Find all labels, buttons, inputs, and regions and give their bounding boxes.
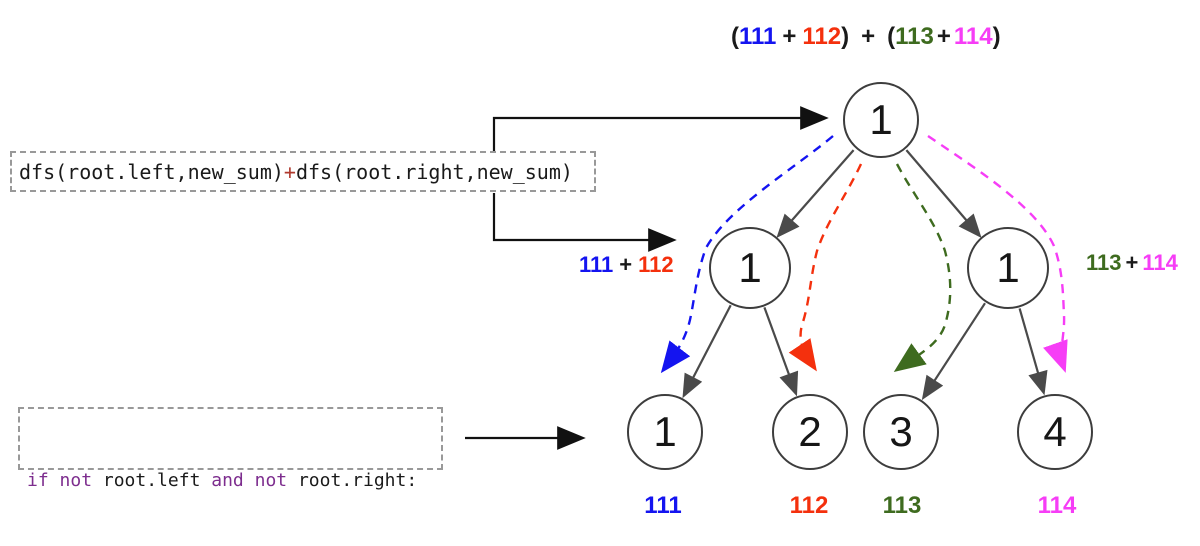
dfs-path-red — [788, 163, 863, 372]
formula-111: 111 — [739, 23, 777, 50]
label-113: 113 — [1086, 250, 1122, 275]
code-line-1: if not root.left and not root.right: — [27, 467, 434, 494]
formula-plus: + — [782, 23, 797, 50]
code-plus-operator: + — [283, 159, 296, 184]
label-plus: + — [1125, 250, 1139, 275]
keyword-not: not — [254, 470, 298, 491]
codebox-base-case: if not root.left and not root.right: ret… — [18, 407, 443, 491]
leaf-path-value-114: 114 — [1037, 492, 1077, 519]
arrow-codebox1-to-left-child — [492, 193, 677, 252]
tree-node-leaf3: 3 — [863, 394, 939, 470]
tree-node-leaf4: 4 — [1017, 394, 1093, 470]
tree-node-leaf1: 1 — [627, 394, 703, 470]
formula-paren: ) — [992, 23, 1001, 50]
sum-formula: (111+112)+(113+114) — [731, 23, 1001, 51]
leaf-path-value-111: 111 — [644, 492, 682, 519]
tree-node-left-child: 1 — [709, 227, 791, 309]
leaf-path-value-112: 112 — [789, 492, 829, 519]
formula-plus: + — [936, 23, 951, 50]
formula-mid-plus: + — [861, 23, 876, 50]
edge-right-to-leaf3 — [921, 302, 986, 401]
dfs-path-green — [893, 163, 952, 373]
formula-113: 113 — [895, 23, 934, 50]
formula-112: 112 — [802, 23, 842, 50]
keyword-and: and — [211, 470, 255, 491]
formula-paren: ) — [841, 23, 850, 50]
edge-root-to-right — [905, 149, 982, 239]
keyword-if: if — [27, 470, 60, 491]
leaf-path-value-113: 113 — [882, 492, 922, 519]
edge-left-to-leaf1 — [682, 304, 732, 399]
codebox-dfs-recursion: dfs(root.left,new_sum)+dfs(root.right,ne… — [10, 151, 596, 192]
dfs-path-magenta — [927, 135, 1068, 373]
right-subtree-sum-label: 113+114 — [1086, 250, 1178, 276]
formula-paren: ( — [887, 23, 896, 50]
code-root-left: root.left — [102, 470, 212, 491]
formula-paren: ( — [731, 23, 739, 50]
tree-node-root: 1 — [843, 82, 919, 158]
keyword-not: not — [59, 470, 103, 491]
dfs-path-blue — [660, 135, 834, 374]
edge-root-to-left — [776, 149, 855, 238]
label-111: 111 — [579, 252, 614, 277]
formula-114: 114 — [953, 23, 993, 50]
code-dfs-left: dfs(root.left,new_sum) — [19, 159, 284, 184]
label-plus: + — [619, 252, 633, 277]
tree-node-right-child: 1 — [967, 227, 1049, 309]
code-root-right: root.right: — [297, 470, 418, 491]
tree-node-leaf2: 2 — [772, 394, 848, 470]
left-subtree-sum-label: 111+112 — [579, 252, 674, 278]
edge-left-to-leaf2 — [763, 307, 799, 397]
arrow-codebox1-to-root — [492, 106, 829, 151]
label-112: 112 — [638, 252, 674, 277]
edge-right-to-leaf4 — [1018, 308, 1048, 396]
label-114: 114 — [1142, 250, 1178, 275]
code-dfs-right: dfs(root.right,new_sum) — [295, 159, 573, 184]
